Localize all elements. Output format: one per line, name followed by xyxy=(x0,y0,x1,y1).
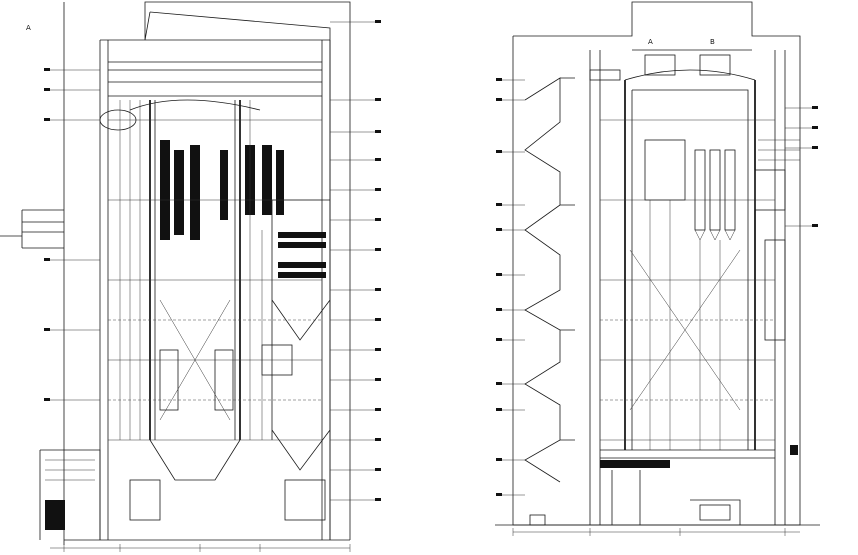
right-view-label-b: B xyxy=(710,38,715,46)
right-elevation-view: A B xyxy=(495,1,820,536)
right-platen-panels xyxy=(644,139,736,241)
right-view-label-a: A xyxy=(648,38,653,46)
economizer-banks xyxy=(278,232,326,278)
staircase-bracing xyxy=(524,77,575,483)
right-leader-tags xyxy=(496,78,818,496)
left-elevation-view: A xyxy=(0,1,381,552)
left-view-header-label: A xyxy=(26,24,31,32)
platen-panels xyxy=(160,140,284,240)
left-leader-tags xyxy=(44,20,381,501)
